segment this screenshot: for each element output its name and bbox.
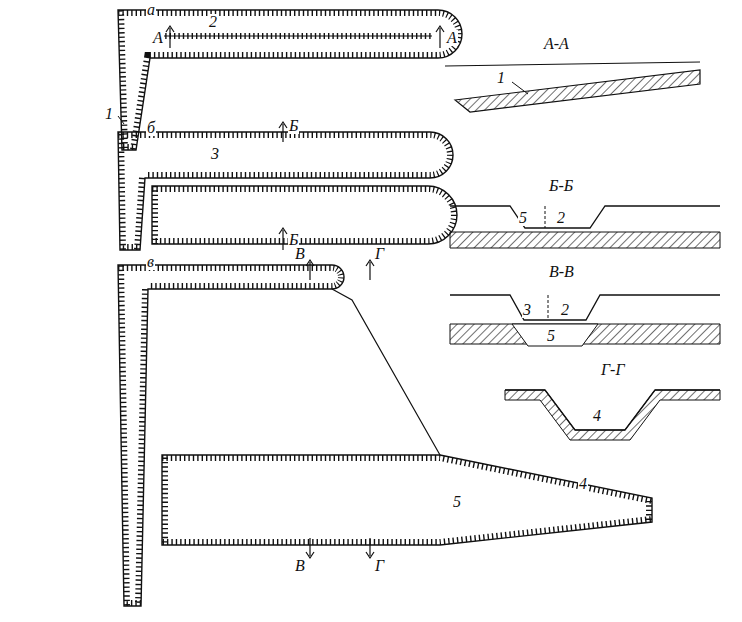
callout-label: В-В (548, 264, 575, 280)
callout-label: Г (374, 558, 385, 574)
callout-label: А-А (543, 36, 570, 52)
section-gg (505, 390, 720, 440)
callout-label: 2 (208, 14, 218, 30)
callout-label: в (146, 254, 155, 270)
callout-label: Б (288, 118, 299, 134)
section-aa (445, 62, 700, 112)
callout-label: 4 (578, 476, 588, 492)
callout-label: 3 (522, 302, 532, 318)
callout-label: Б-Б (548, 178, 574, 194)
callout-label: Г (374, 246, 385, 262)
callout-label: 2 (560, 302, 570, 318)
section-vv (450, 295, 720, 346)
plan-b (118, 122, 457, 250)
plan-a (118, 10, 462, 150)
callout-label: 5 (518, 210, 528, 226)
callout-label: Г-Г (600, 362, 626, 378)
callout-label: б (146, 120, 156, 136)
callout-label: А (446, 30, 458, 46)
callout-label: 3 (210, 146, 220, 162)
section-bb (450, 206, 720, 248)
callout-label: а (146, 2, 156, 18)
callout-label: 2 (556, 210, 566, 226)
callout-label: 5 (546, 328, 556, 344)
callout-label: В (294, 558, 306, 574)
callout-label: 5 (452, 494, 462, 510)
callout-label: В (294, 246, 306, 262)
callout-label: 1 (104, 106, 114, 122)
callout-label: 4 (592, 408, 602, 424)
callout-label: 1 (496, 70, 506, 86)
callout-label: А (152, 30, 164, 46)
